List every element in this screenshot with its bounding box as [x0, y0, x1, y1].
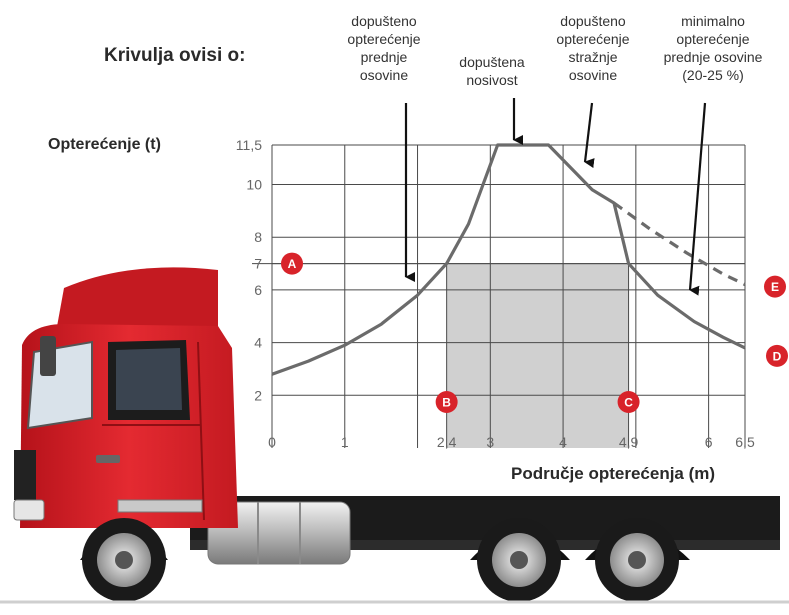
fuel-tank: [207, 501, 351, 565]
x-tick-label: 4,9: [619, 434, 639, 450]
chart-markers: A B C D E: [281, 252, 788, 413]
annotation-arrows: [404, 98, 707, 296]
chart-series: [271, 143, 746, 376]
roof-spoiler: [56, 267, 218, 332]
load-curve-dashed: [613, 201, 746, 287]
y-tick-label: 8: [254, 229, 262, 245]
shaded-load-area: [446, 263, 629, 448]
marker-label: B: [442, 396, 451, 410]
load-curve: [271, 143, 746, 376]
y-tick-label: 7: [254, 256, 262, 272]
marker-a: A: [281, 252, 303, 275]
arrow-min-front: [688, 102, 707, 296]
shaded-rect: [446, 263, 629, 448]
marker-circle: [617, 391, 640, 413]
front-wheel: [82, 518, 166, 602]
y-tick-label: 11,5: [236, 137, 262, 153]
grille: [14, 450, 36, 500]
rear-wheel-2: [595, 518, 679, 602]
marker-circle: [435, 391, 458, 413]
x-tick-label: 2,4: [437, 434, 457, 450]
x-axis-title: Područje opterećenja (m): [511, 464, 716, 483]
marker-label: C: [624, 396, 633, 410]
marker-label: D: [773, 349, 782, 363]
marker-c: C: [617, 391, 640, 413]
marker-circle: [281, 252, 303, 275]
truck-illustration: [0, 267, 789, 604]
marker-circle: [766, 344, 788, 367]
x-tick-label: 4: [559, 434, 567, 450]
marker-label: A: [288, 257, 297, 271]
side-mirror: [40, 336, 56, 376]
marker-e: E: [764, 275, 786, 298]
rear-wheel-1: [477, 518, 561, 602]
marker-d: D: [766, 344, 788, 367]
windshield: [26, 340, 93, 430]
y-tick-label: 10: [246, 177, 262, 193]
door-handle: [96, 455, 120, 463]
x-tick-label: 6,5: [735, 434, 755, 450]
marker-b: B: [435, 391, 458, 413]
x-tick-label: 3: [486, 434, 494, 450]
marker-label: E: [771, 280, 779, 294]
y-axis-title: Opterećenje (t): [48, 136, 161, 153]
x-tick-label: 6: [705, 434, 713, 450]
y-tick-label: 6: [254, 282, 262, 298]
chart-ticks: 2 4 6 7 8 10 11,5 0 1 2,4 3 4 4,9 6 6,5: [236, 137, 755, 450]
marker-circle: [764, 275, 786, 298]
y-tick-label: 4: [254, 335, 262, 351]
x-tick-label: 0: [268, 434, 276, 450]
heading: Krivulja ovisi o:: [104, 45, 246, 66]
y-tick-label: 2: [254, 387, 262, 403]
step: [117, 499, 203, 513]
headlight: [13, 499, 45, 521]
arrow-rear-axle: [583, 102, 595, 169]
x-tick-label: 1: [341, 434, 349, 450]
